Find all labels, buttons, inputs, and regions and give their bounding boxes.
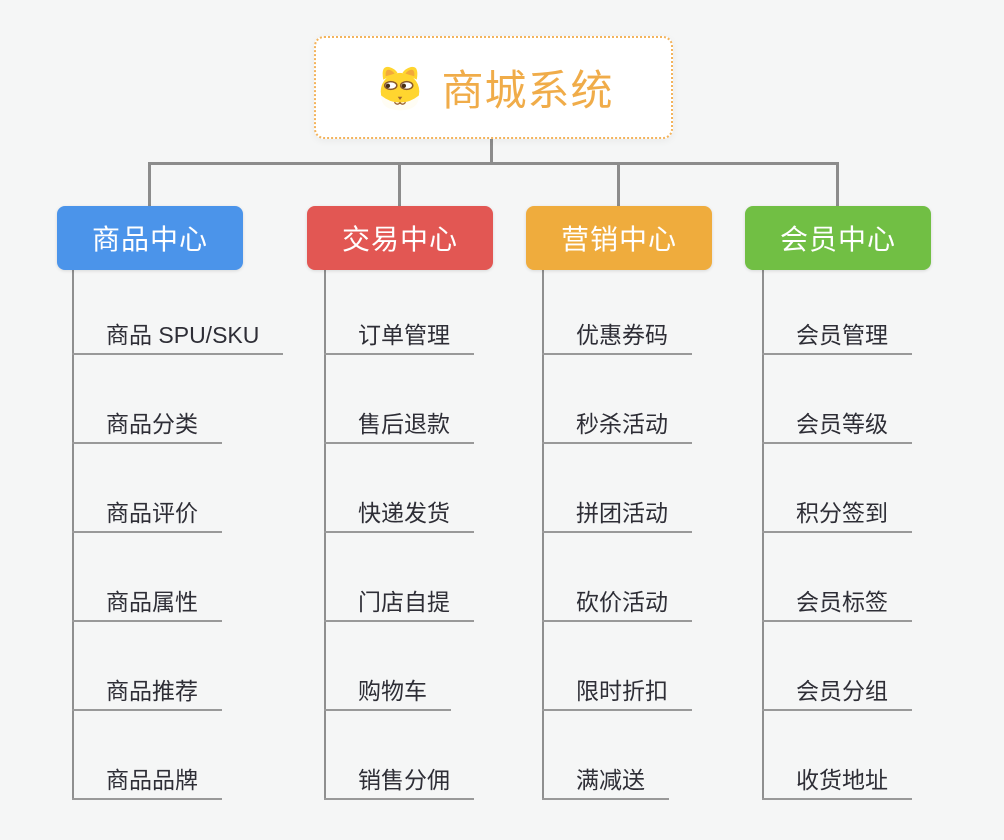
root-node-mall-system[interactable]: 商城系统 [314, 36, 673, 139]
branch-connector-drop [148, 162, 151, 207]
leaf-node[interactable]: 收货地址 [762, 760, 912, 800]
leaf-node[interactable]: 优惠券码 [542, 315, 692, 355]
dog-face-icon [373, 62, 427, 114]
leaf-node[interactable]: 门店自提 [324, 582, 474, 622]
subtree-line-marketing [542, 270, 544, 798]
leaf-node[interactable]: 限时折扣 [542, 671, 692, 711]
leaf-node[interactable]: 购物车 [324, 671, 451, 711]
leaf-node[interactable]: 订单管理 [324, 315, 474, 355]
branch-node-marketing-center[interactable]: 营销中心 [526, 206, 712, 270]
leaf-node[interactable]: 拼团活动 [542, 493, 692, 533]
leaf-node[interactable]: 会员等级 [762, 404, 912, 444]
leaf-node[interactable]: 会员管理 [762, 315, 912, 355]
leaf-node[interactable]: 砍价活动 [542, 582, 692, 622]
branch-connector-bar [148, 162, 839, 165]
leaf-node[interactable]: 秒杀活动 [542, 404, 692, 444]
leaf-node[interactable]: 商品评价 [72, 493, 222, 533]
branch-connector-drop [836, 162, 839, 207]
branch-node-trade-center[interactable]: 交易中心 [307, 206, 493, 270]
subtree-line-trade [324, 270, 326, 798]
leaf-node[interactable]: 积分签到 [762, 493, 912, 533]
branch-connector-drop [617, 162, 620, 207]
subtree-line-products [72, 270, 74, 798]
leaf-node[interactable]: 商品推荐 [72, 671, 222, 711]
leaf-node[interactable]: 满减送 [542, 760, 669, 800]
subtree-line-members [762, 270, 764, 798]
root-title: 商城系统 [441, 67, 614, 114]
leaf-node[interactable]: 商品品牌 [72, 760, 222, 800]
leaf-node[interactable]: 售后退款 [324, 404, 474, 444]
leaf-node[interactable]: 商品分类 [72, 404, 222, 444]
leaf-node[interactable]: 会员标签 [762, 582, 912, 622]
root-connector-stem [490, 139, 493, 165]
leaf-node[interactable]: 商品属性 [72, 582, 222, 622]
leaf-node[interactable]: 商品 SPU/SKU [72, 315, 284, 355]
branch-node-product-center[interactable]: 商品中心 [57, 206, 243, 270]
branch-connector-drop [398, 162, 401, 207]
leaf-node[interactable]: 快递发货 [324, 493, 474, 533]
branch-node-member-center[interactable]: 会员中心 [745, 206, 931, 270]
leaf-node[interactable]: 销售分佣 [324, 760, 474, 800]
leaf-node[interactable]: 会员分组 [762, 671, 912, 711]
